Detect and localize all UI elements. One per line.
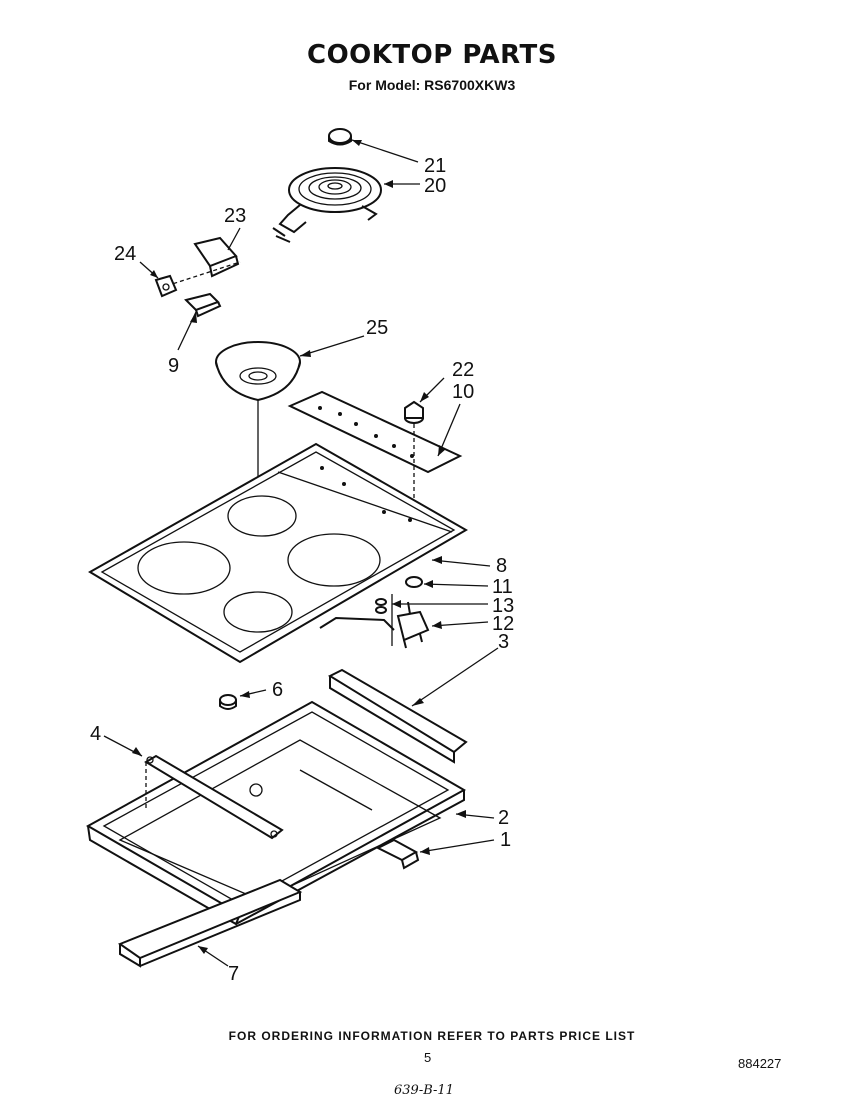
part-25-drip-bowl: [215, 341, 301, 402]
part-8-cooktop: [88, 442, 468, 664]
callout-12: 12: [492, 613, 514, 635]
callout-6: 6: [272, 679, 283, 701]
part-23-bracket: [193, 236, 240, 278]
callout-22: 22: [452, 359, 474, 381]
part-21-cap: [328, 128, 352, 146]
callout-11: 11: [492, 576, 513, 598]
part-20-surface-element: [272, 167, 382, 243]
handwritten-note: 639-B-11: [394, 1083, 454, 1098]
callout-10: 10: [452, 381, 474, 403]
part-3-rear-channel: [327, 668, 468, 764]
callout-4: 4: [90, 723, 101, 745]
part-10-control-panel: [287, 390, 463, 474]
part-9-clip: [184, 292, 222, 318]
callout-20: 20: [424, 175, 446, 197]
part-22-knob: [404, 400, 424, 424]
callout-9: 9: [168, 355, 179, 377]
callout-2: 2: [498, 807, 509, 829]
callout-23: 23: [224, 205, 246, 227]
ordering-note: FOR ORDERING INFORMATION REFER TO PARTS …: [228, 1029, 636, 1043]
leader-21: [351, 139, 419, 163]
part-6-nut: [219, 694, 237, 710]
part-4-bar: [144, 754, 284, 840]
model-subtitle: For Model: RS6700XKW3: [348, 77, 516, 93]
callout-3: 3: [498, 631, 509, 653]
callout-7: 7: [228, 963, 239, 985]
page-number: 5: [424, 1050, 432, 1065]
callout-24: 24: [114, 243, 136, 265]
part-24-terminal-block: [154, 274, 178, 298]
callout-13: 13: [492, 595, 514, 617]
part-12-switch: [396, 601, 430, 649]
part-7-front-channel: [117, 878, 303, 968]
callout-21: 21: [424, 155, 446, 177]
part-1-support: [375, 838, 420, 870]
callout-8: 8: [496, 555, 507, 577]
callout-1: 1: [500, 829, 511, 851]
page-title: COOKTOP PARTS: [307, 40, 557, 70]
part-11-washer: [405, 576, 423, 588]
callout-25: 25: [366, 317, 388, 339]
part-13-screw: [375, 598, 387, 614]
part-2-burner-box: [85, 700, 467, 926]
document-code: 884227: [738, 1056, 782, 1071]
